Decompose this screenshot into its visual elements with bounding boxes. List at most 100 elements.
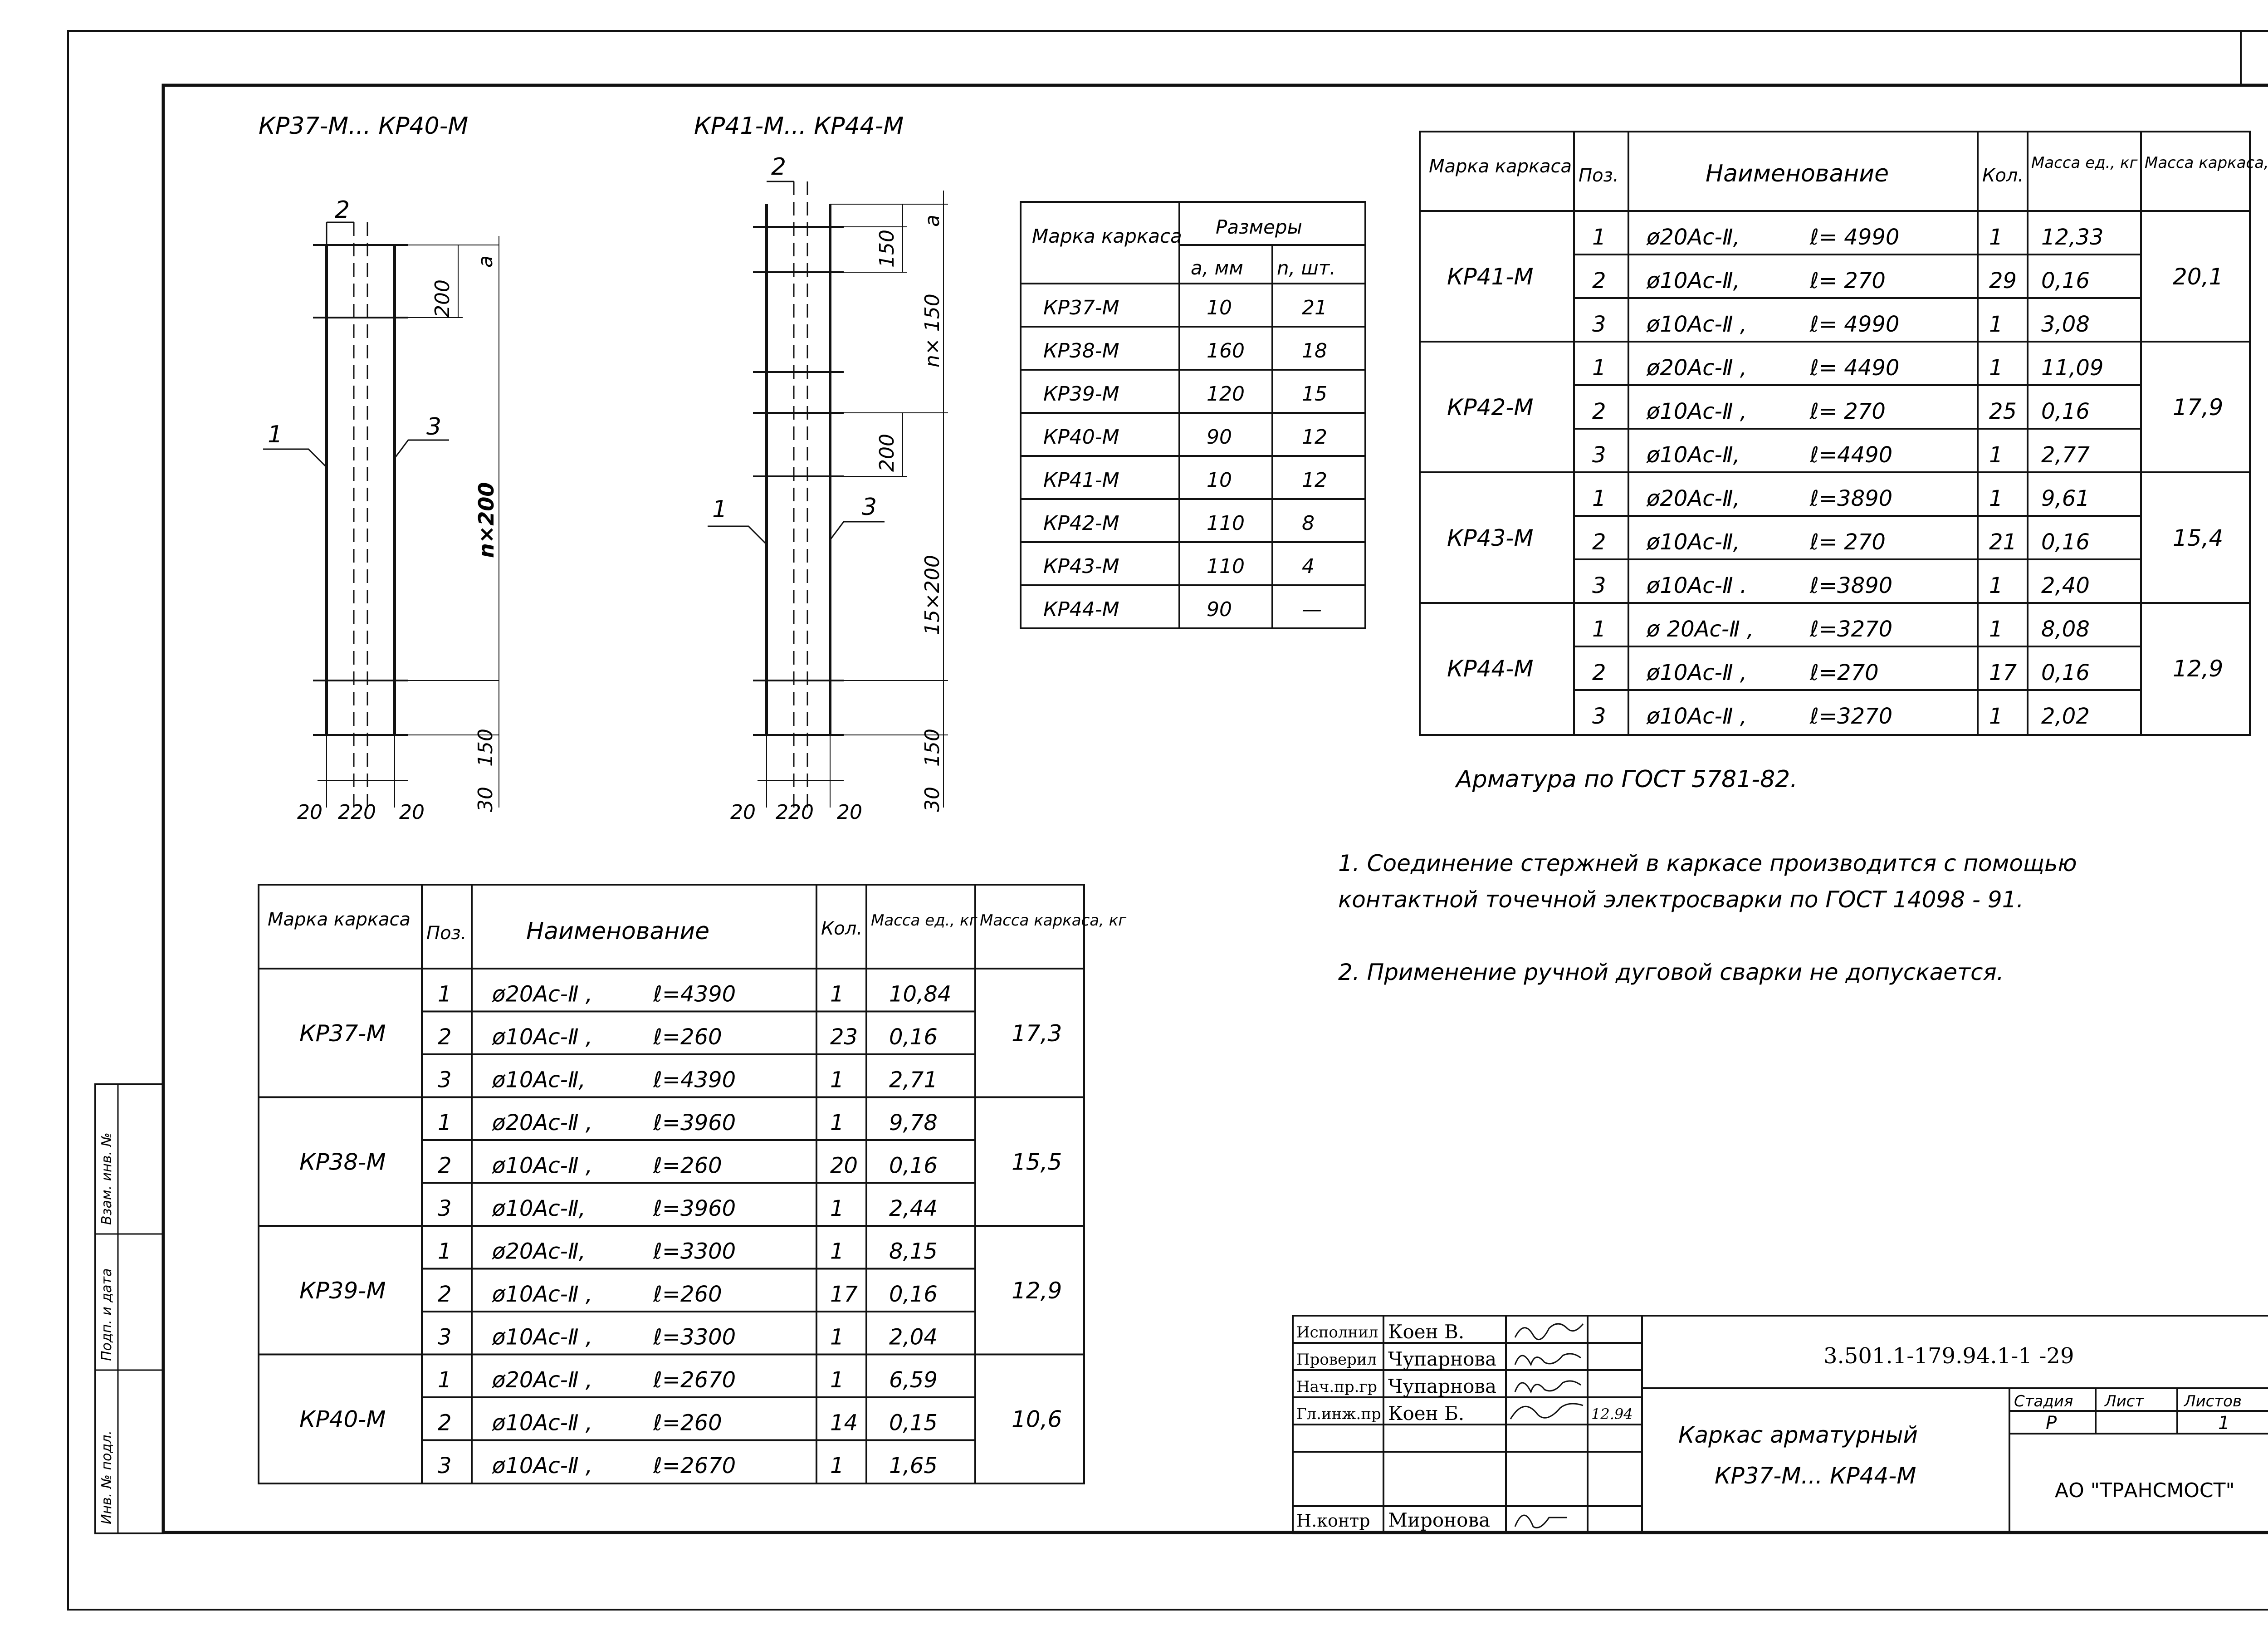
spec-table-left: Марка каркаса Поз. Наименование Кол. Мас… xyxy=(258,884,1127,1484)
specL-marka: КР38-М xyxy=(299,1149,386,1175)
specL-kol: 1 xyxy=(830,982,844,1007)
specL-h-marka: Марка каркаса xyxy=(268,909,411,930)
left-w220: 220 xyxy=(338,801,376,824)
specR-diameter: ø10Aс-Ⅱ , xyxy=(1646,660,1747,685)
specR-length: ℓ= 4990 xyxy=(1809,312,1899,337)
specL-h-kol: Кол. xyxy=(821,918,862,939)
specR-mass-ed: 2,40 xyxy=(2041,573,2090,598)
tb-doc-code: 3.501.1-179.94.1-1 -29 xyxy=(1823,1343,2074,1369)
specR-mass-ed: 0,16 xyxy=(2041,660,2090,685)
specL-mass-ed: 0,16 xyxy=(889,1024,938,1050)
specL-kol: 23 xyxy=(830,1024,858,1050)
sizes-cell-a: 10 xyxy=(1207,469,1232,492)
sizes-cell-n: 4 xyxy=(1302,555,1315,578)
specR-diameter: ø 20Aс-Ⅱ , xyxy=(1646,617,1754,642)
specR-mass-ed: 11,09 xyxy=(2041,355,2103,381)
specL-poz: 2 xyxy=(438,1153,452,1179)
specL-marka: КР37-М xyxy=(299,1020,386,1047)
specR-h-name: Наименование xyxy=(1706,160,1889,187)
inner-frame xyxy=(161,83,2268,1534)
left-dim-nx200: n×200 xyxy=(474,482,499,558)
tb-h-stadia: Стадия xyxy=(2014,1392,2073,1410)
sizes-cell-marka: КР42-М xyxy=(1043,512,1119,535)
specL-mass-ed: 0,15 xyxy=(889,1410,938,1436)
specR-h-mass-ed: Масса ед., кг xyxy=(2031,154,2138,172)
sizes-cell-a: 10 xyxy=(1207,296,1232,319)
cage-view-right-title: КР41-М... КР44-М xyxy=(694,113,904,140)
specL-kol: 1 xyxy=(830,1239,844,1264)
sizes-cell-a: 90 xyxy=(1207,598,1232,621)
specR-poz: 3 xyxy=(1592,704,1606,729)
tb-name-0: Коен В. xyxy=(1388,1321,1464,1343)
specL-kol: 1 xyxy=(830,1453,844,1479)
sizes-cell-n: 21 xyxy=(1302,296,1327,319)
outer-frame xyxy=(67,30,2268,1611)
tb-listov: 1 xyxy=(2218,1413,2229,1434)
specL-mass-ed: 10,84 xyxy=(889,982,951,1007)
specL-length: ℓ=3300 xyxy=(653,1239,736,1264)
right-w20b: 20 xyxy=(837,801,862,824)
cage-view-left-title: КР37-М... КР40-М xyxy=(259,113,468,140)
tb-h-list: Лист xyxy=(2104,1392,2144,1410)
specR-h-poz: Поз. xyxy=(1579,165,1619,186)
tb-role-0: Исполнил xyxy=(1296,1323,1378,1341)
sizes-header-a: a, мм xyxy=(1191,257,1243,279)
specR-mass-ed: 9,61 xyxy=(2041,486,2090,511)
signature-5 xyxy=(1514,1514,1567,1528)
specL-h-poz: Поз. xyxy=(426,923,467,944)
specR-poz: 1 xyxy=(1592,617,1606,642)
specR-mass-ed: 3,08 xyxy=(2041,312,2090,337)
specR-kol: 1 xyxy=(1989,442,2003,468)
specL-kol: 20 xyxy=(830,1153,858,1179)
specL-poz: 3 xyxy=(438,1067,452,1093)
side-stamp-date: Подп. и дата xyxy=(99,1268,115,1361)
specL-kol: 17 xyxy=(830,1282,858,1307)
specR-diameter: ø10Aс-Ⅱ, xyxy=(1646,268,1740,294)
specL-poz: 1 xyxy=(438,1239,452,1264)
specR-mass-ed: 0,16 xyxy=(2041,529,2090,555)
note-2: 2. Применение ручной дуговой сварки не д… xyxy=(1338,959,2004,985)
specL-kol: 14 xyxy=(830,1410,858,1436)
specR-mass-ed: 0,16 xyxy=(2041,399,2090,424)
specL-length: ℓ=3300 xyxy=(653,1325,736,1350)
specL-diameter: ø20Aс-Ⅱ , xyxy=(492,982,592,1007)
tb-title-line1: Каркас арматурный xyxy=(1678,1422,1918,1448)
specL-h-mass-k: Масса каркаса, кг xyxy=(980,911,1127,930)
left-dim-150: 150 xyxy=(474,729,497,767)
specR-mass-ed: 0,16 xyxy=(2041,268,2090,294)
cage-view-right: КР41-М... КР44-М xyxy=(694,113,948,824)
sizes-cell-marka: КР37-М xyxy=(1043,296,1119,319)
specR-kol: 1 xyxy=(1989,312,2003,337)
specL-mass-ed: 0,16 xyxy=(889,1153,938,1179)
specR-diameter: ø10Aс-Ⅱ , xyxy=(1646,704,1747,729)
specL-poz: 1 xyxy=(438,1367,452,1393)
left-dim-a: a xyxy=(474,255,497,268)
left-w20b: 20 xyxy=(399,801,425,824)
sizes-cell-marka: КР38-М xyxy=(1043,339,1119,362)
specR-poz: 1 xyxy=(1592,486,1606,511)
spec-table-right: Марка каркаса Поз. Наименование Кол. Мас… xyxy=(1419,131,2268,736)
specL-poz: 1 xyxy=(438,1110,452,1136)
note-1-line-2: контактной точечной электросварки по ГОС… xyxy=(1338,886,2024,913)
specR-poz: 1 xyxy=(1592,225,1606,250)
left-dim-200: 200 xyxy=(431,279,454,318)
specL-diameter: ø10Aс-Ⅱ, xyxy=(492,1067,586,1093)
specR-diameter: ø10Aс-Ⅱ, xyxy=(1646,442,1740,468)
title-block: Исполнил Коен В. Проверил Чупарнова Нач.… xyxy=(1292,1315,2268,1534)
specR-kol: 1 xyxy=(1989,225,2003,250)
